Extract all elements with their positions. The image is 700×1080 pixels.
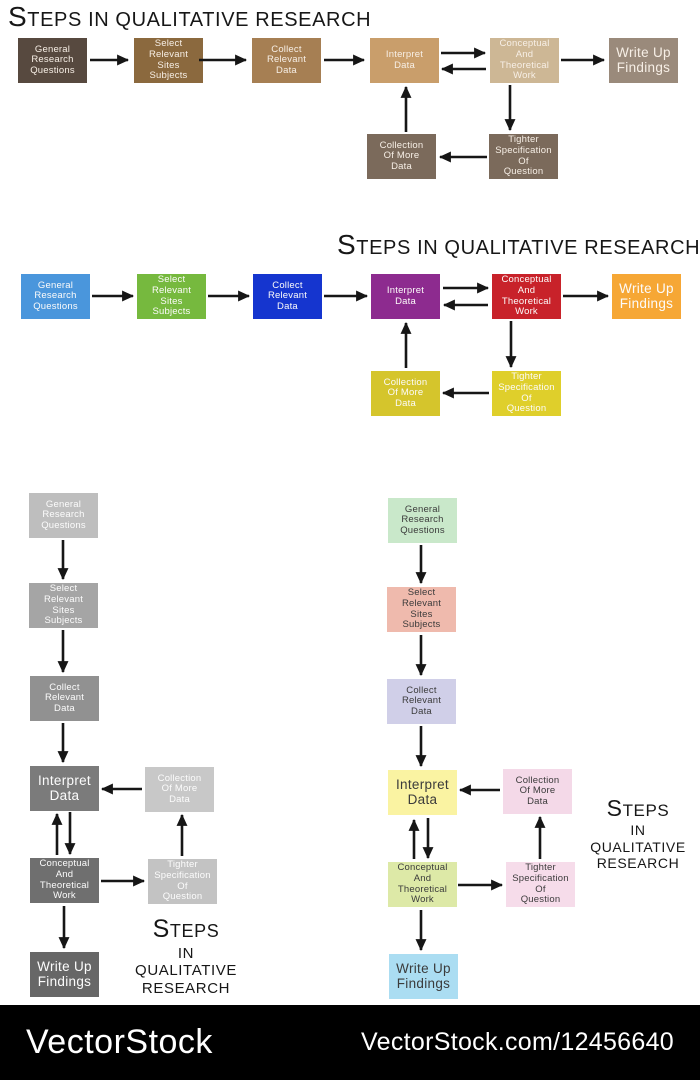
d4-step-interpret-data: Interpret Data bbox=[388, 770, 457, 815]
diagram2-title-rest: TEPS IN QUALITATIVE RESEARCH bbox=[356, 237, 700, 259]
diagram4-title-line4: RESEARCH bbox=[596, 855, 680, 872]
d3-step-interpret-data: Interpret Data bbox=[30, 766, 99, 811]
d2-step-collect-relevant-data: Collect Relevant Data bbox=[253, 274, 322, 319]
diagram3-title-line2: IN bbox=[177, 944, 195, 962]
diagram4-title-line3: QUALITATIVE bbox=[590, 838, 686, 855]
diagram3-title-line1: STEPS bbox=[125, 915, 247, 945]
diagram2-title-initial: S bbox=[337, 229, 357, 260]
vectorstock-url: VectorStock.com/12456640 bbox=[361, 1028, 674, 1056]
d4-step-collect-relevant-data: Collect Relevant Data bbox=[387, 679, 456, 724]
d1-step-select-relevant-sites: Select Relevant Sites Subjects bbox=[134, 38, 203, 83]
d1-step-collection-of-more-data: Collection Of More Data bbox=[367, 134, 436, 179]
diagram3-title-line3: QUALITATIVE bbox=[135, 962, 237, 980]
d3-step-collection-of-more-data: Collection Of More Data bbox=[145, 767, 214, 812]
diagram4-title-line2: IN bbox=[630, 822, 646, 839]
d4-step-tighter-specification: Tighter Specification Of Question bbox=[506, 862, 575, 907]
d2-step-tighter-specification: Tighter Specification Of Question bbox=[492, 371, 561, 416]
d4-step-select-relevant-sites: Select Relevant Sites Subjects bbox=[387, 587, 456, 632]
d1-step-tighter-specification: Tighter Specification Of Question bbox=[489, 134, 558, 179]
d3-step-collect-relevant-data: Collect Relevant Data bbox=[30, 676, 99, 721]
d3-step-conceptual-theoretical: Conceptual And Theoretical Work bbox=[30, 858, 99, 903]
diagram3-title: STEPS IN QUALITATIVE RESEARCH bbox=[125, 915, 247, 998]
d2-step-conceptual-theoretical: Conceptual And Theoretical Work bbox=[492, 274, 561, 319]
d4-step-write-up-findings: Write Up Findings bbox=[389, 954, 458, 999]
diagram1-title-initial: S bbox=[8, 1, 28, 32]
d3-step-select-relevant-sites: Select Relevant Sites Subjects bbox=[29, 583, 98, 628]
d2-step-interpret-data: Interpret Data bbox=[371, 274, 440, 319]
d1-step-interpret-data: Interpret Data bbox=[370, 38, 439, 83]
diagram4-title-initial: S bbox=[606, 795, 623, 821]
diagram3-title-line4: RESEARCH bbox=[141, 979, 231, 997]
d3-step-write-up-findings: Write Up Findings bbox=[30, 952, 99, 997]
diagram3-title-initial: S bbox=[152, 915, 170, 943]
d2-step-write-up-findings: Write Up Findings bbox=[612, 274, 681, 319]
d2-step-collection-of-more-data: Collection Of More Data bbox=[371, 371, 440, 416]
diagram4-title-line1: STEPS bbox=[582, 795, 694, 822]
d3-step-tighter-specification: Tighter Specification Of Question bbox=[148, 859, 217, 904]
diagram4-title-line1-rest: TEPS bbox=[622, 801, 670, 820]
d1-step-write-up-findings: Write Up Findings bbox=[609, 38, 678, 83]
d2-step-general-research-questions: General Research Questions bbox=[21, 274, 90, 319]
diagram1-title: STEPS IN QUALITATIVE RESEARCH bbox=[8, 1, 371, 33]
d4-step-collection-of-more-data: Collection Of More Data bbox=[503, 769, 572, 814]
diagram3-title-line1-rest: TEPS bbox=[169, 921, 220, 941]
d4-step-conceptual-theoretical: Conceptual And Theoretical Work bbox=[388, 862, 457, 907]
diagram4-title: STEPS IN QUALITATIVE RESEARCH bbox=[582, 795, 694, 872]
watermark-bar: VectorStock VectorStock.com/12456640 bbox=[0, 1005, 700, 1080]
diagram2-title: STEPS IN QUALITATIVE RESEARCH bbox=[337, 229, 700, 261]
d3-step-general-research-questions: General Research Questions bbox=[29, 493, 98, 538]
d4-step-general-research-questions: General Research Questions bbox=[388, 498, 457, 543]
diagram1-title-rest: TEPS IN QUALITATIVE RESEARCH bbox=[27, 9, 372, 31]
vectorstock-logo: VectorStock bbox=[26, 1023, 213, 1061]
d1-step-conceptual-theoretical: Conceptual And Theoretical Work bbox=[490, 38, 559, 83]
d1-step-general-research-questions: General Research Questions bbox=[18, 38, 87, 83]
d1-step-collect-relevant-data: Collect Relevant Data bbox=[252, 38, 321, 83]
d2-step-select-relevant-sites: Select Relevant Sites Subjects bbox=[137, 274, 206, 319]
